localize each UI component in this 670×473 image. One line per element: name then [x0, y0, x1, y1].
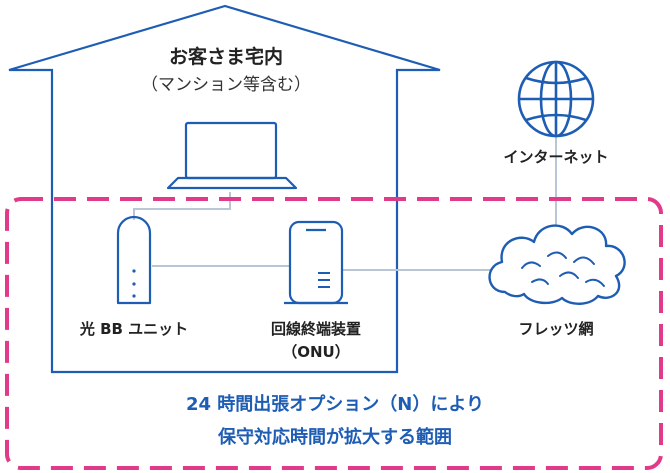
- house-subtitle: （マンション等含む）: [141, 75, 311, 95]
- onu-label-abbrev: （ONU）: [282, 343, 350, 361]
- house-outline: [8, 4, 441, 374]
- extended-range-box: [5, 197, 663, 470]
- flets-net-label: フレッツ網: [518, 320, 594, 338]
- onu-label: 回線終端装置: [270, 320, 361, 338]
- router-icon: [116, 215, 152, 305]
- house-title: お客さま宅内: [168, 46, 283, 68]
- globe-icon: [517, 60, 595, 138]
- onu-device-icon: [284, 220, 348, 305]
- laptop-icon: [166, 121, 298, 190]
- cloud-icon: [488, 224, 626, 305]
- optical-bb-unit-label: 光 BB ユニット: [79, 320, 189, 338]
- range-caption-line1: 24 時間出張オプション（N）により: [185, 394, 485, 415]
- internet-label: インターネット: [503, 148, 609, 166]
- range-caption-line2: 保守対応時間が拡大する範囲: [218, 427, 452, 448]
